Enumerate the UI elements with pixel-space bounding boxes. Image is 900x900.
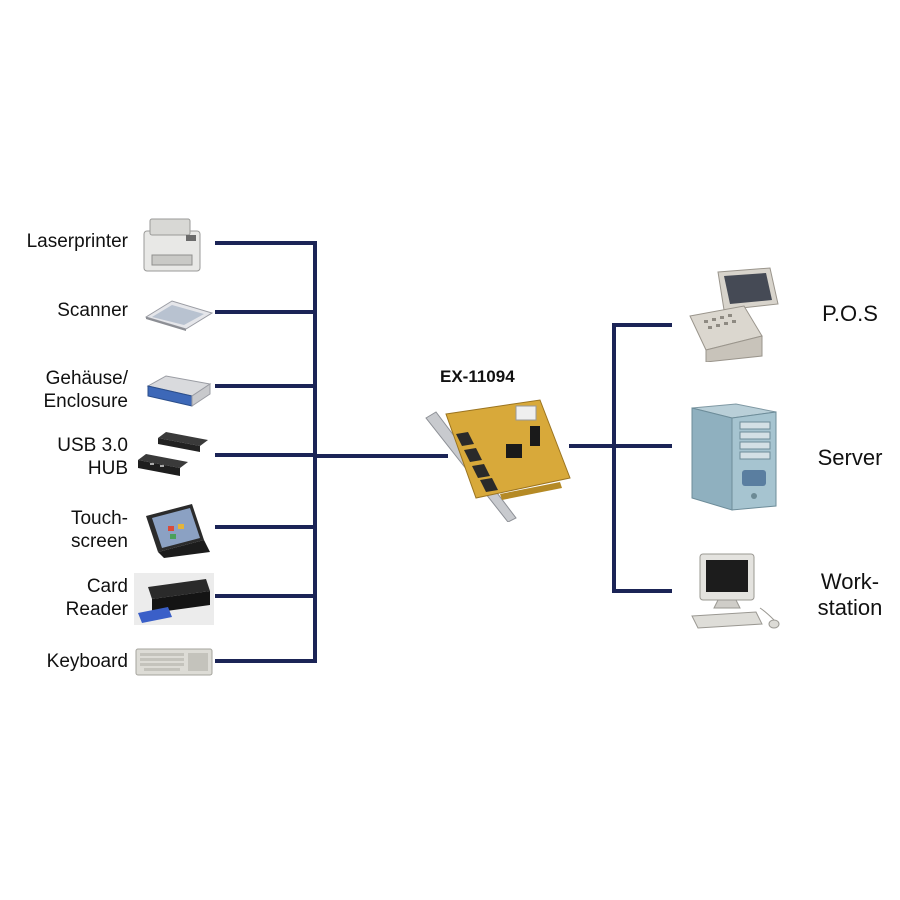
card-model-label: EX-11094: [440, 367, 515, 386]
label-keyboard: Keyboard: [46, 651, 128, 672]
workstation-icon: [691, 553, 780, 629]
label-server: Server: [817, 445, 883, 470]
label-usb-hub: USB 3.0 HUB: [57, 435, 128, 479]
pos-terminal-icon: [689, 267, 779, 362]
touchscreen-icon: [146, 504, 210, 558]
scanner-icon: [144, 300, 214, 331]
label-card-reader: Card Reader: [65, 576, 128, 620]
label-pos: P.O.S: [822, 301, 878, 326]
server-tower-icon: [691, 403, 777, 511]
label-workstation: Work- station: [817, 569, 883, 620]
label-enclosure: Gehäuse/ Enclosure: [43, 368, 129, 412]
card-reader-icon: [134, 573, 214, 625]
keyboard-icon: [135, 648, 213, 676]
label-laserprinter: Laserprinter: [26, 231, 128, 252]
usb-hub-icon: [138, 432, 208, 476]
label-scanner: Scanner: [57, 300, 128, 321]
laser-printer-icon: [143, 218, 201, 272]
pcie-usb-card-icon: [425, 399, 571, 522]
enclosure-icon: [146, 375, 212, 407]
label-touchscreen: Touch- screen: [70, 508, 128, 552]
